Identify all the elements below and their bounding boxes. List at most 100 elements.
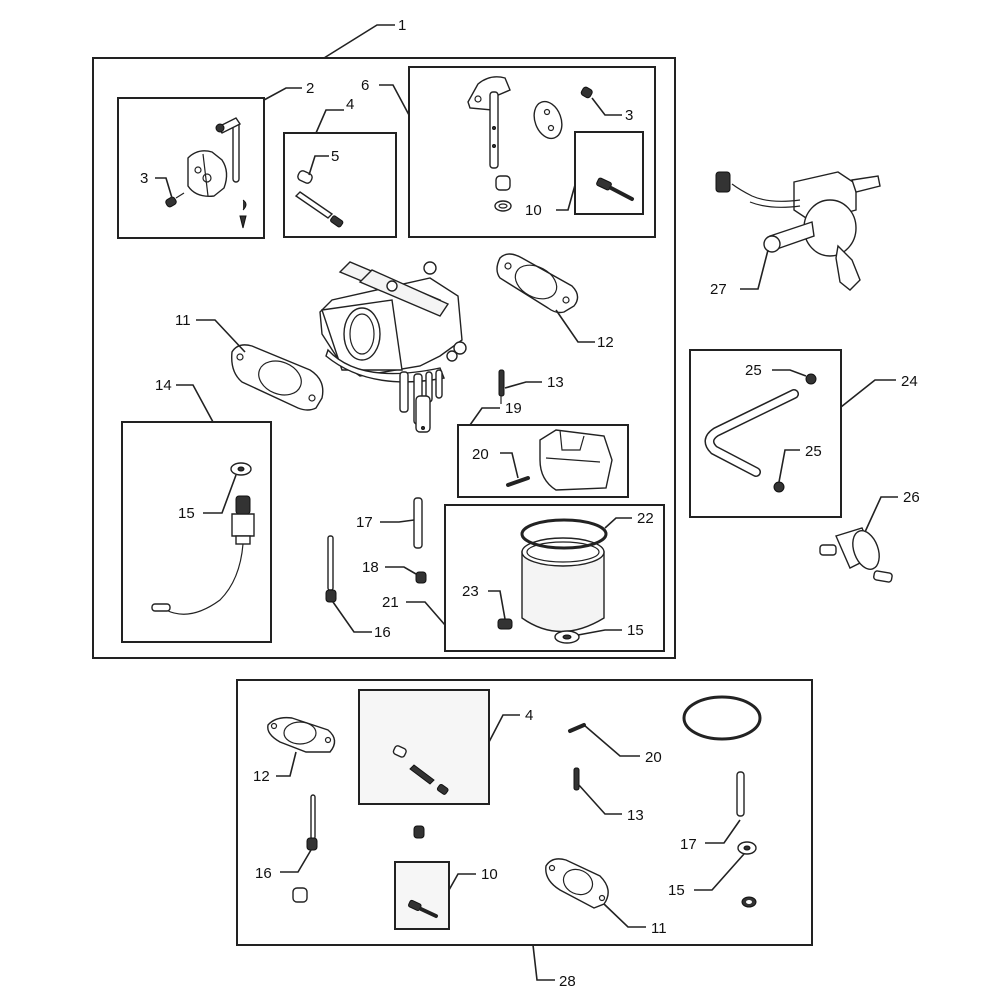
callout-26[interactable]: 26 bbox=[903, 489, 920, 506]
kit-gasket-11-part: 11 bbox=[545, 858, 667, 937]
callout-3b[interactable]: 3 bbox=[625, 107, 633, 124]
needle-kit-frame bbox=[283, 132, 397, 238]
fuel-pump-27-part: 27 bbox=[710, 171, 881, 298]
kit-callout-16-leader bbox=[280, 849, 312, 873]
kit-callout-10[interactable]: 10 bbox=[481, 866, 498, 883]
kit-callout-4[interactable]: 4 bbox=[525, 707, 533, 724]
main-jet-17-part: 17 bbox=[356, 497, 423, 549]
callout-20[interactable]: 20 bbox=[472, 446, 489, 463]
callout-25a[interactable]: 25 bbox=[745, 362, 762, 379]
kit-callout-4-leader bbox=[488, 714, 520, 743]
callout-24[interactable]: 24 bbox=[901, 373, 918, 390]
kit-seal-part bbox=[292, 887, 308, 903]
callout-17[interactable]: 17 bbox=[356, 514, 373, 531]
callout-2-leader bbox=[263, 87, 302, 101]
kit-bowl-gasket-part bbox=[682, 695, 762, 741]
callout-25b-leader bbox=[778, 449, 800, 483]
kit-callout-15[interactable]: 15 bbox=[668, 882, 685, 899]
kit-callout-10-leader bbox=[448, 873, 476, 891]
callout-15a[interactable]: 15 bbox=[178, 505, 195, 522]
callout-12[interactable]: 12 bbox=[597, 334, 614, 351]
callout-16-leader bbox=[332, 601, 372, 633]
pilot-jet-16-part: 16 bbox=[325, 535, 391, 641]
gasket-11-part: 11 bbox=[175, 312, 324, 411]
callout-27[interactable]: 27 bbox=[710, 281, 727, 298]
callout-26-leader bbox=[864, 496, 898, 533]
float-bowl-kit-21: 21 22 23 15 bbox=[382, 504, 665, 652]
callout-1-leader bbox=[323, 24, 395, 59]
kit-screw-part bbox=[413, 825, 425, 839]
kit-callout-20-leader bbox=[583, 724, 640, 757]
callout-15b[interactable]: 15 bbox=[627, 622, 644, 639]
callout-12-leader bbox=[555, 309, 595, 343]
callout-28-leader bbox=[532, 944, 555, 981]
callout-16[interactable]: 16 bbox=[374, 624, 391, 641]
screw-3b-part bbox=[580, 86, 593, 99]
kit-gasket-12-part: 12 bbox=[253, 716, 336, 785]
throttle-kit-frame bbox=[408, 66, 656, 238]
idle-screw-kit-frame bbox=[574, 131, 644, 215]
float-kit-19: 19 20 bbox=[457, 400, 629, 498]
bowl-gasket-22-part bbox=[520, 518, 608, 550]
callout-28[interactable]: 28 bbox=[559, 973, 576, 990]
callout-19[interactable]: 19 bbox=[505, 400, 522, 417]
bowl-screw-23-part bbox=[497, 618, 513, 630]
callout-18[interactable]: 18 bbox=[362, 559, 379, 576]
kit-needle-4: 4 bbox=[358, 689, 533, 805]
callout-1[interactable]: 1 bbox=[398, 17, 406, 34]
needle-part bbox=[294, 191, 334, 219]
kit-callout-17-leader bbox=[705, 819, 741, 844]
callout-24-leader bbox=[840, 379, 896, 408]
fuel-hose-kit-24: 24 25 25 bbox=[689, 349, 918, 518]
kit-callout-12[interactable]: 12 bbox=[253, 768, 270, 785]
callout-15b-leader bbox=[577, 629, 622, 636]
needle-kit-4: 4 5 bbox=[283, 96, 397, 238]
callout-13[interactable]: 13 bbox=[547, 374, 564, 391]
callout-11-leader bbox=[196, 319, 246, 353]
repair-kit-28: 28 12 4 20 bbox=[236, 679, 813, 990]
callout-3a-leader bbox=[155, 177, 173, 199]
callout-21[interactable]: 21 bbox=[382, 594, 399, 611]
callout-22-leader bbox=[604, 517, 632, 529]
callout-3b-leader bbox=[591, 97, 622, 116]
callout-4[interactable]: 4 bbox=[346, 96, 354, 113]
callout-23[interactable]: 23 bbox=[462, 583, 479, 600]
callout-10[interactable]: 10 bbox=[525, 202, 542, 219]
kit-callout-13-leader bbox=[577, 783, 622, 815]
callout-17-leader bbox=[380, 519, 415, 523]
callout-3a[interactable]: 3 bbox=[140, 170, 148, 187]
fuel-filter-26-part: 26 bbox=[819, 489, 920, 583]
kit-callout-13[interactable]: 13 bbox=[627, 807, 644, 824]
choke-kit-frame bbox=[117, 97, 265, 239]
throttle-plate-part bbox=[533, 100, 563, 140]
kit-callout-11[interactable]: 11 bbox=[651, 920, 667, 937]
callout-14[interactable]: 14 bbox=[155, 377, 172, 394]
solenoid-kit-14: 14 15 bbox=[121, 377, 272, 643]
kit-callout-17[interactable]: 17 bbox=[680, 836, 697, 853]
kit-washer-15-part: 15 bbox=[668, 841, 757, 899]
hose-clamp-25b-part bbox=[773, 481, 785, 493]
kit-idle-screw-10: 10 bbox=[394, 861, 498, 930]
assembly-1-frame bbox=[92, 57, 676, 659]
callout-11[interactable]: 11 bbox=[175, 312, 191, 329]
callout-25b[interactable]: 25 bbox=[805, 443, 822, 460]
callout-19-leader bbox=[469, 407, 500, 426]
kit-spring-13-part: 13 bbox=[573, 767, 644, 824]
callout-5[interactable]: 5 bbox=[331, 148, 339, 165]
callout-6[interactable]: 6 bbox=[361, 77, 369, 94]
kit-idle-screw-frame bbox=[394, 861, 450, 930]
kit-callout-12-leader bbox=[276, 751, 297, 777]
callout-14-leader bbox=[176, 384, 214, 423]
kit-callout-16[interactable]: 16 bbox=[255, 865, 272, 882]
callout-22[interactable]: 22 bbox=[637, 510, 654, 527]
idle-screw-10-part bbox=[596, 177, 634, 201]
kit-callout-15-leader bbox=[694, 853, 745, 891]
throttle-lever-part bbox=[467, 76, 511, 111]
assembly-1-group: 1 2 3 4 bbox=[92, 17, 676, 659]
throttle-washer-part bbox=[494, 200, 512, 212]
callout-18-leader bbox=[385, 566, 417, 575]
callout-2[interactable]: 2 bbox=[306, 80, 314, 97]
screw-3-part bbox=[165, 192, 185, 208]
kit-callout-20[interactable]: 20 bbox=[645, 749, 662, 766]
kit-needle-frame bbox=[358, 689, 490, 805]
